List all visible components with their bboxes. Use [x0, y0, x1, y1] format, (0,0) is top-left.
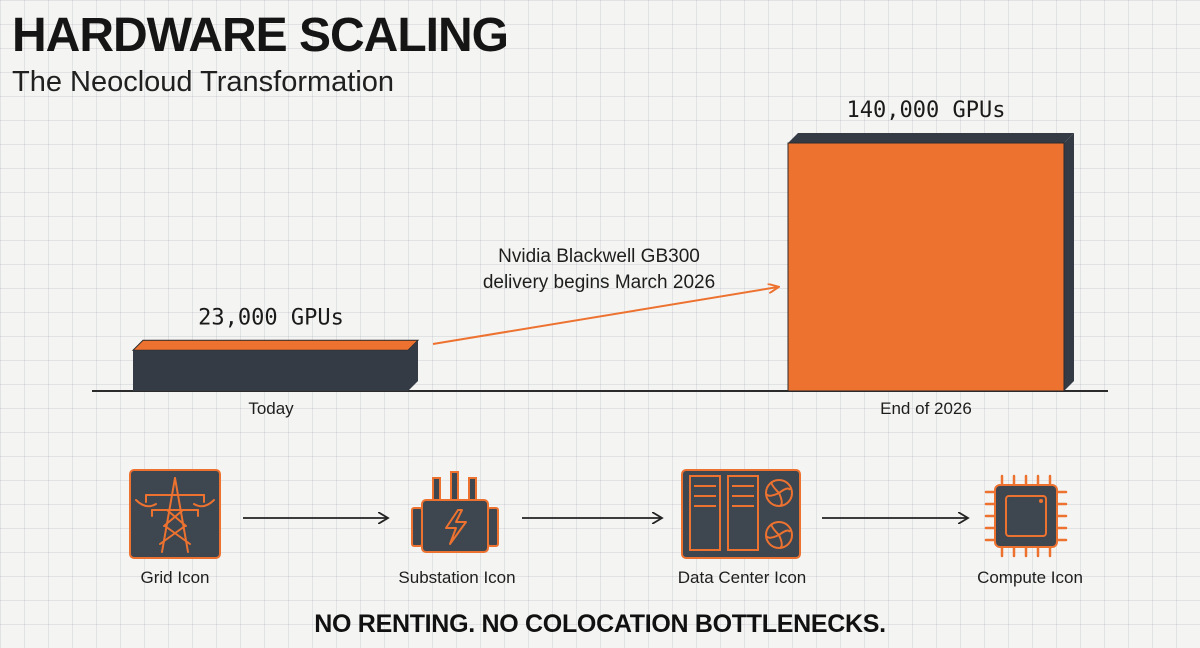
- flow-label-compute: Compute Icon: [977, 568, 1083, 587]
- power-tower-icon: [129, 469, 221, 559]
- transformer-icon: [411, 471, 499, 553]
- gpu-bar-chart: 23,000 GPUs 140,000 GPUs Today End of 20…: [92, 98, 1108, 418]
- transition-arrow: [432, 287, 778, 345]
- value-label-today: 23,000 GPUs: [198, 305, 344, 330]
- value-label-end-2026: 140,000 GPUs: [847, 98, 1006, 123]
- bar-today: [131, 339, 420, 391]
- flow-label-substation: Substation Icon: [398, 568, 516, 587]
- chip-icon: [984, 474, 1068, 558]
- flow-label-grid: Grid Icon: [140, 568, 210, 587]
- footer-tagline: NO RENTING. NO COLOCATION BOTTLENECKS.: [314, 610, 886, 638]
- flow-label-data-center: Data Center Icon: [677, 568, 807, 587]
- page-subtitle: The Neocloud Transformation: [12, 66, 395, 98]
- server-rack-icon: [681, 469, 801, 559]
- bar-end-2026: [787, 133, 1074, 392]
- bar-today-side: [408, 340, 418, 391]
- category-label-today: Today: [248, 399, 294, 418]
- bar-end-2026-front: [787, 142, 1065, 392]
- annotation-line-1: Nvidia Blackwell GB300: [498, 246, 700, 267]
- bar-end-2026-side: [1064, 133, 1074, 391]
- bar-today-front: [133, 350, 408, 391]
- bar-end-2026-top: [788, 133, 1074, 143]
- page-title: HARDWARE SCALING: [12, 9, 509, 62]
- annotation-line-2: delivery begins March 2026: [483, 272, 715, 293]
- category-label-end-2026: End of 2026: [880, 399, 972, 418]
